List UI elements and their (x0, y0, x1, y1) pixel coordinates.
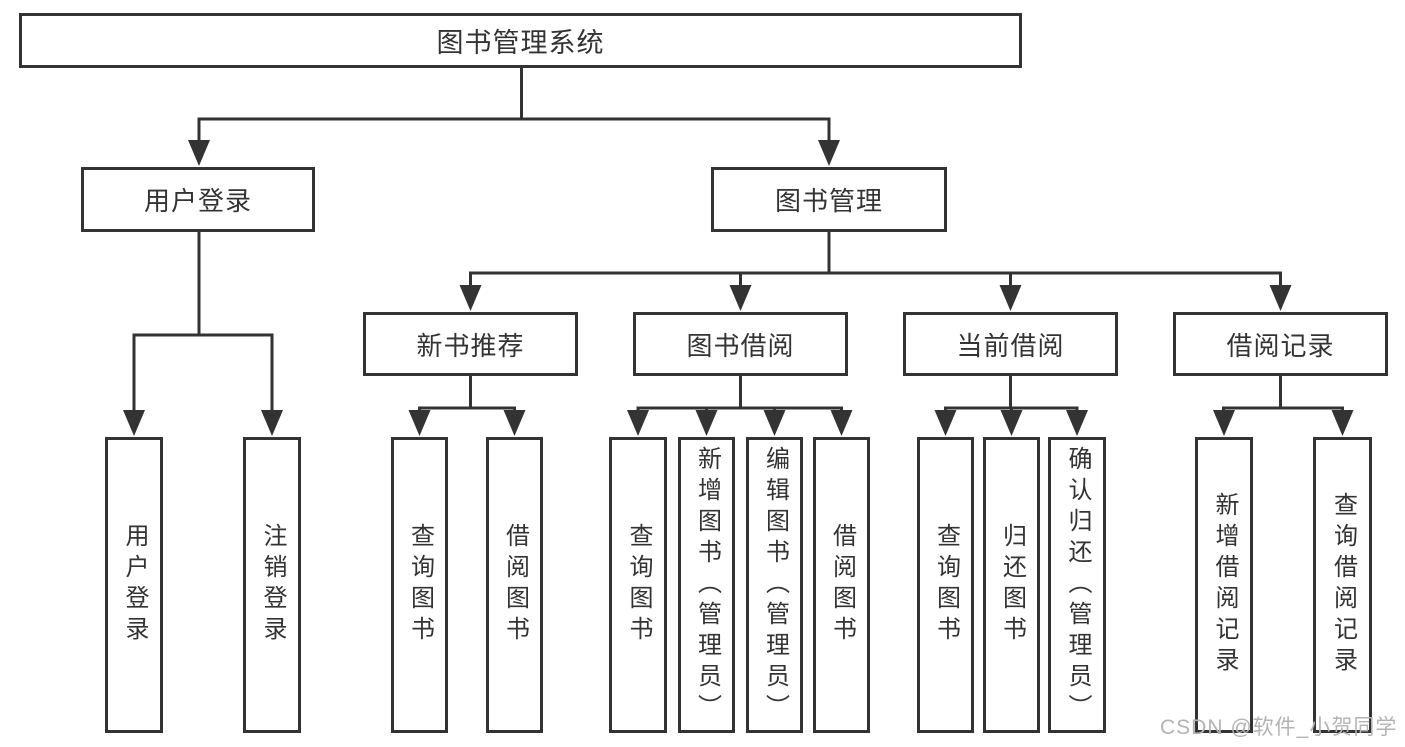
leaf-logout: 注销登录 (243, 437, 301, 733)
arrowhead-icons (123, 140, 1354, 436)
node-current-borrowing: 当前借阅 (903, 312, 1118, 376)
node-label: 图书管理系统 (436, 28, 605, 58)
node-label: 注销登录 (259, 523, 286, 647)
node-label: 新增图书（管理员） (693, 445, 721, 725)
node-book-management: 图书管理 (711, 167, 947, 232)
node-label: 图书借阅 (686, 330, 795, 361)
node-label: 归还图书 (998, 523, 1026, 647)
node-label: 借阅记录 (1226, 330, 1335, 361)
leaf-confirm-return-admin: 确认归还（管理员） (1048, 437, 1106, 733)
node-label: 编辑图书（管理员） (761, 445, 789, 725)
node-label: 查询图书 (625, 523, 652, 647)
node-label: 用户登录 (143, 186, 252, 216)
leaf-add-books-admin: 新增图书（管理员） (678, 437, 735, 733)
node-label: 查询借阅记录 (1329, 492, 1357, 678)
leaf-query-books-current: 查询图书 (917, 437, 974, 733)
node-label: 确认归还（管理员） (1064, 445, 1091, 725)
node-label: 借阅图书 (828, 523, 856, 647)
node-label: 新书推荐 (416, 330, 525, 361)
node-label: 用户登录 (121, 523, 148, 647)
node-library-management-system: 图书管理系统 (19, 13, 1022, 68)
leaf-edit-books-admin: 编辑图书（管理员） (746, 437, 803, 733)
node-user-login: 用户登录 (81, 167, 315, 232)
node-label: 新增借阅记录 (1211, 492, 1238, 678)
node-label: 图书管理 (774, 186, 883, 216)
node-book-borrowing: 图书借阅 (633, 312, 848, 376)
node-label: 借阅图书 (501, 523, 529, 647)
leaf-query-books-borrow: 查询图书 (609, 437, 667, 733)
leaf-query-borrow-record: 查询借阅记录 (1313, 437, 1372, 733)
node-label: 查询图书 (406, 523, 434, 647)
leaf-borrow-books: 借阅图书 (813, 437, 870, 733)
leaf-return-books: 归还图书 (983, 437, 1040, 733)
leaf-add-borrow-record: 新增借阅记录 (1195, 437, 1253, 733)
node-label: 查询图书 (932, 523, 960, 647)
csdn-watermark: CSDN @软件_小贺同学 (1160, 716, 1398, 739)
leaf-borrow-books-recommend: 借阅图书 (486, 437, 543, 733)
node-borrowing-records: 借阅记录 (1173, 312, 1388, 376)
leaf-query-books-recommend: 查询图书 (391, 437, 448, 733)
leaf-user-login: 用户登录 (105, 437, 163, 733)
node-label: 当前借阅 (956, 330, 1065, 361)
node-new-book-recommendation: 新书推荐 (363, 312, 578, 376)
